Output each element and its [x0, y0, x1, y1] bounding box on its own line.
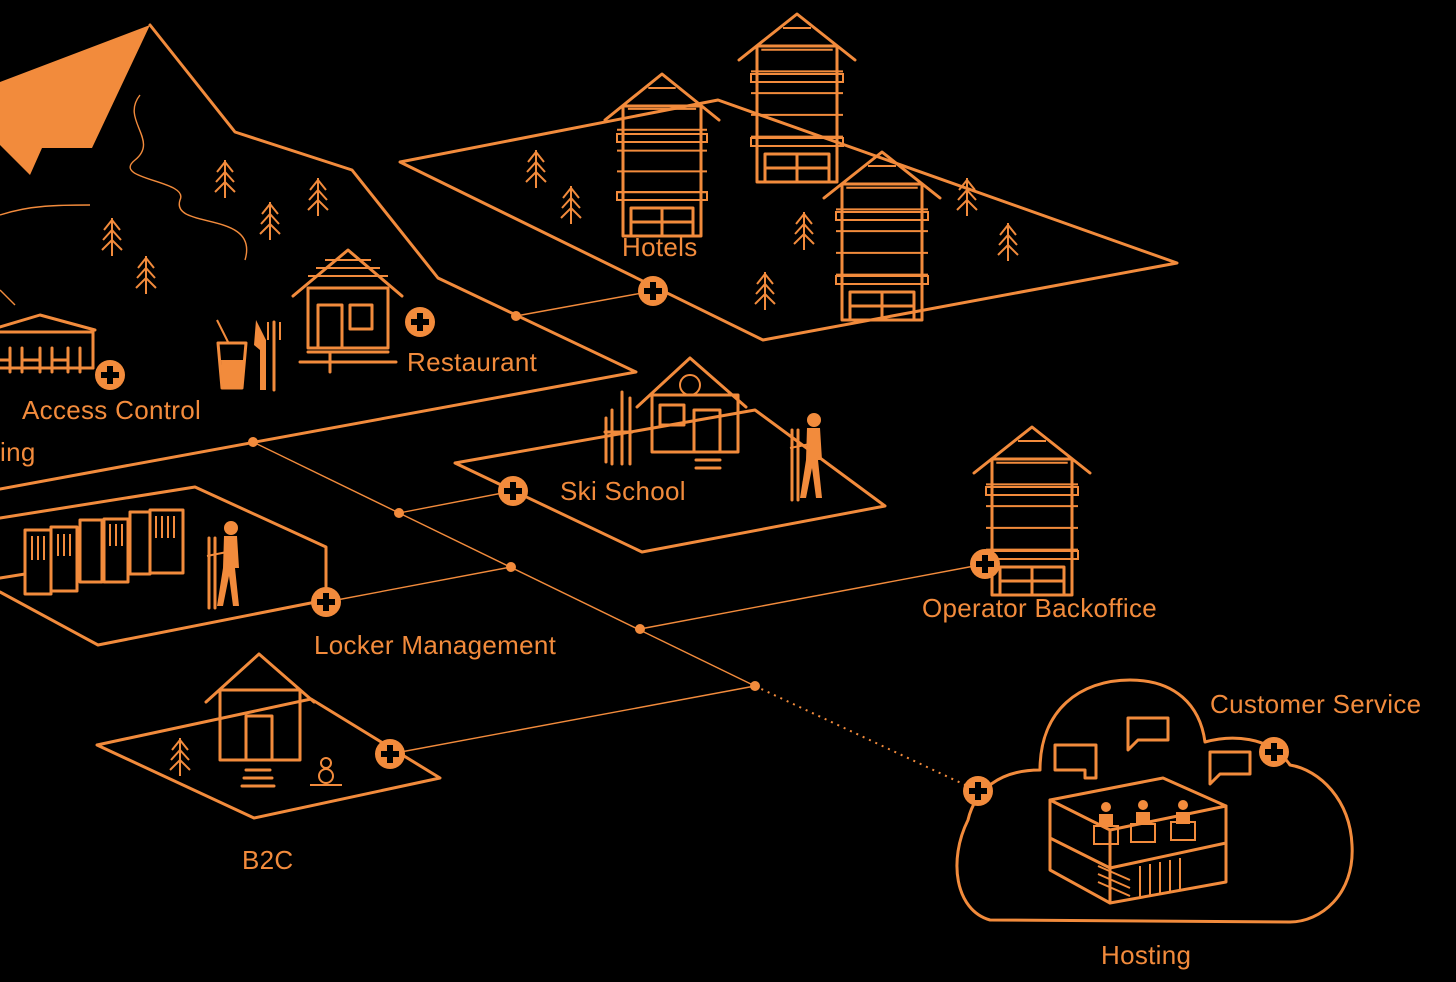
mountain-region: [0, 23, 638, 491]
tree-icon: [754, 272, 776, 310]
operator-backoffice-plus-icon[interactable]: [970, 549, 1000, 579]
tree-icon: [169, 738, 191, 776]
operator-backoffice-label: Operator Backoffice: [922, 593, 1158, 623]
junction-dot: [750, 681, 760, 691]
locker-management-plus-icon[interactable]: [311, 587, 341, 617]
b2c-plus-icon[interactable]: [375, 739, 405, 769]
locker-icon: [0, 508, 185, 596]
hosting-plus-icon[interactable]: [963, 776, 993, 806]
skier-icon: [206, 521, 239, 610]
junction-dot: [506, 562, 516, 572]
mountain-peak-shape: [0, 25, 150, 175]
office-box-icon: [1048, 776, 1228, 905]
access-control-label: Access Control: [22, 395, 202, 425]
customer-service-label: Customer Service: [1210, 689, 1422, 719]
ski-school-region: [453, 408, 887, 554]
ski-school-label: Ski School: [560, 476, 686, 506]
tree-icon: [956, 178, 978, 216]
chalet-icon-group: [603, 12, 1092, 597]
tree-icon: [525, 150, 547, 188]
ski-school-cabin-icon: [603, 356, 748, 470]
tree-icon: [560, 186, 582, 224]
b2c-hut-icon: [204, 652, 316, 788]
junction-dot: [635, 624, 645, 634]
locker-region: [0, 485, 328, 647]
tree-icon: [997, 223, 1019, 261]
cutlery-icon: [254, 320, 281, 392]
b2c-label: B2C: [242, 845, 294, 875]
hotels-label: Hotels: [622, 232, 698, 262]
restaurant-label: Restaurant: [407, 347, 538, 377]
junction-dot: [511, 311, 521, 321]
tree-icon: [135, 256, 157, 294]
tree-icon: [307, 178, 329, 216]
hosting-label: Hosting: [1101, 940, 1192, 970]
cloud-icon: [955, 678, 1354, 924]
hotel-chalet-icon: [603, 72, 721, 238]
junction-dot: [394, 508, 404, 518]
tree-icon: [793, 212, 815, 250]
access-control-plus-icon[interactable]: [95, 360, 125, 390]
locker-management-label: Locker Management: [314, 630, 557, 660]
backoffice-chalet-icon: [972, 425, 1092, 597]
hotel-chalet-icon: [737, 12, 857, 184]
connection-lines: [248, 290, 986, 792]
customer-service-plus-icon[interactable]: [1259, 737, 1289, 767]
skier-icon: [789, 413, 822, 502]
snowman-icon: [310, 757, 342, 786]
access-gate-icon: [0, 313, 97, 374]
drink-icon: [216, 319, 248, 390]
ticketing-label: ing: [0, 437, 36, 467]
tree-icon: [214, 160, 236, 198]
chat-bubble-icon: [1053, 716, 1252, 786]
ski-school-plus-icon[interactable]: [498, 476, 528, 506]
b2c-region: [95, 697, 442, 820]
tree-icon: [259, 202, 281, 240]
hotels-plus-icon[interactable]: [638, 276, 668, 306]
junction-dot: [248, 437, 258, 447]
tree-icon-group: [101, 150, 1019, 776]
restaurant-cabin-icon: [291, 248, 404, 374]
restaurant-plus-icon[interactable]: [405, 307, 435, 337]
skier-icon-group: [206, 413, 822, 610]
agent-icon: [1093, 800, 1196, 845]
hotel-chalet-icon: [822, 150, 942, 322]
tree-icon: [101, 218, 123, 256]
